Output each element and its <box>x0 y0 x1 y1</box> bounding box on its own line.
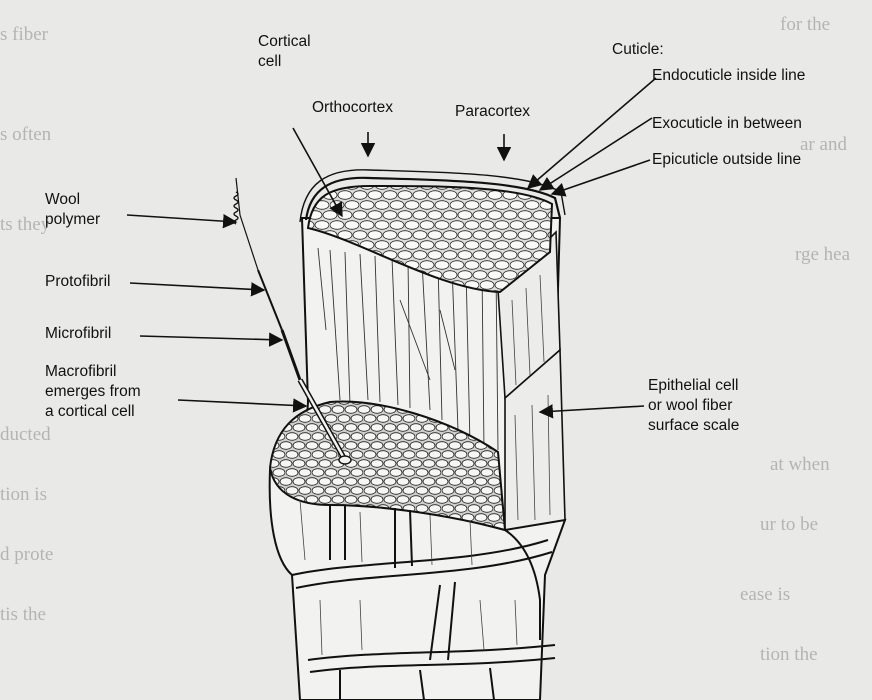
svg-text:tion the: tion the <box>760 644 818 665</box>
svg-text:d prote: d prote <box>0 544 53 565</box>
label-microfibril: Microfibril <box>45 325 112 342</box>
lower-striations <box>299 499 518 656</box>
cortex-striations <box>317 247 499 451</box>
scale-boundaries <box>291 505 556 700</box>
arrow-protofibril <box>129 282 266 297</box>
label-line: Cortical <box>258 33 311 50</box>
label-line: a cortical cell <box>45 403 135 420</box>
label-line: polymer <box>45 211 101 228</box>
arrow-epicuticle <box>550 159 651 197</box>
label-epicuticle: Epicuticle outside line <box>652 151 802 168</box>
label-exocuticle: Exocuticle in between <box>652 115 802 132</box>
label-endocuticle: Endocuticle inside line <box>652 67 806 84</box>
svg-text:tis the: tis the <box>0 604 46 625</box>
svg-text:ducted: ducted <box>0 424 51 445</box>
label-epithelial-cell: Epithelial cell or wool fiber surface sc… <box>648 376 739 436</box>
polymer-coil <box>233 191 239 225</box>
label-line: Epithelial cell <box>648 377 739 394</box>
label-line: surface scale <box>648 417 740 434</box>
svg-text:s often: s often <box>0 124 52 145</box>
right-column-texture: for the ar and rge hea at when ur to be … <box>740 14 851 665</box>
svg-text:ar and: ar and <box>800 134 847 155</box>
label-line: Wool <box>45 191 81 208</box>
arrow-cortical-cell <box>292 127 343 218</box>
label-protofibril: Protofibril <box>45 273 111 290</box>
arrow-wool-polymer <box>126 213 238 229</box>
arrow-endocuticle <box>526 77 657 189</box>
svg-text:ur to be: ur to be <box>760 514 818 535</box>
label-macrofibril: Macrofibril emerges from a cortical cell <box>45 362 141 422</box>
label-line: cell <box>258 53 282 70</box>
fibril-assembly <box>233 177 352 465</box>
svg-text:ease is: ease is <box>740 584 790 605</box>
scale-striations <box>511 274 551 521</box>
leader-arrows <box>126 77 657 419</box>
arrow-exocuticle <box>538 117 653 191</box>
arrow-macrofibril <box>177 398 308 413</box>
label-line: or wool fiber <box>648 397 733 414</box>
left-column-texture: s fiber s often ts they ducted tion is d… <box>0 24 53 625</box>
label-cuticle: Cuticle: <box>612 41 664 58</box>
label-cortical-cell: Cortical cell <box>258 32 311 72</box>
label-paracortex: Paracortex <box>455 103 530 120</box>
label-wool-polymer: Wool polymer <box>45 190 100 230</box>
svg-text:ts they: ts they <box>0 214 51 235</box>
svg-text:at when: at when <box>770 454 830 475</box>
top-cross-section <box>306 184 554 294</box>
label-line: emerges from <box>45 383 141 400</box>
svg-text:for the: for the <box>780 14 830 35</box>
svg-text:s fiber: s fiber <box>0 24 49 45</box>
svg-text:rge hea: rge hea <box>795 244 851 265</box>
arrow-epithelial-cell <box>538 404 645 419</box>
arrow-microfibril <box>139 332 284 347</box>
svg-text:tion is: tion is <box>0 484 47 505</box>
label-line: Macrofibril <box>45 363 117 380</box>
label-orthocortex: Orthocortex <box>312 99 393 116</box>
